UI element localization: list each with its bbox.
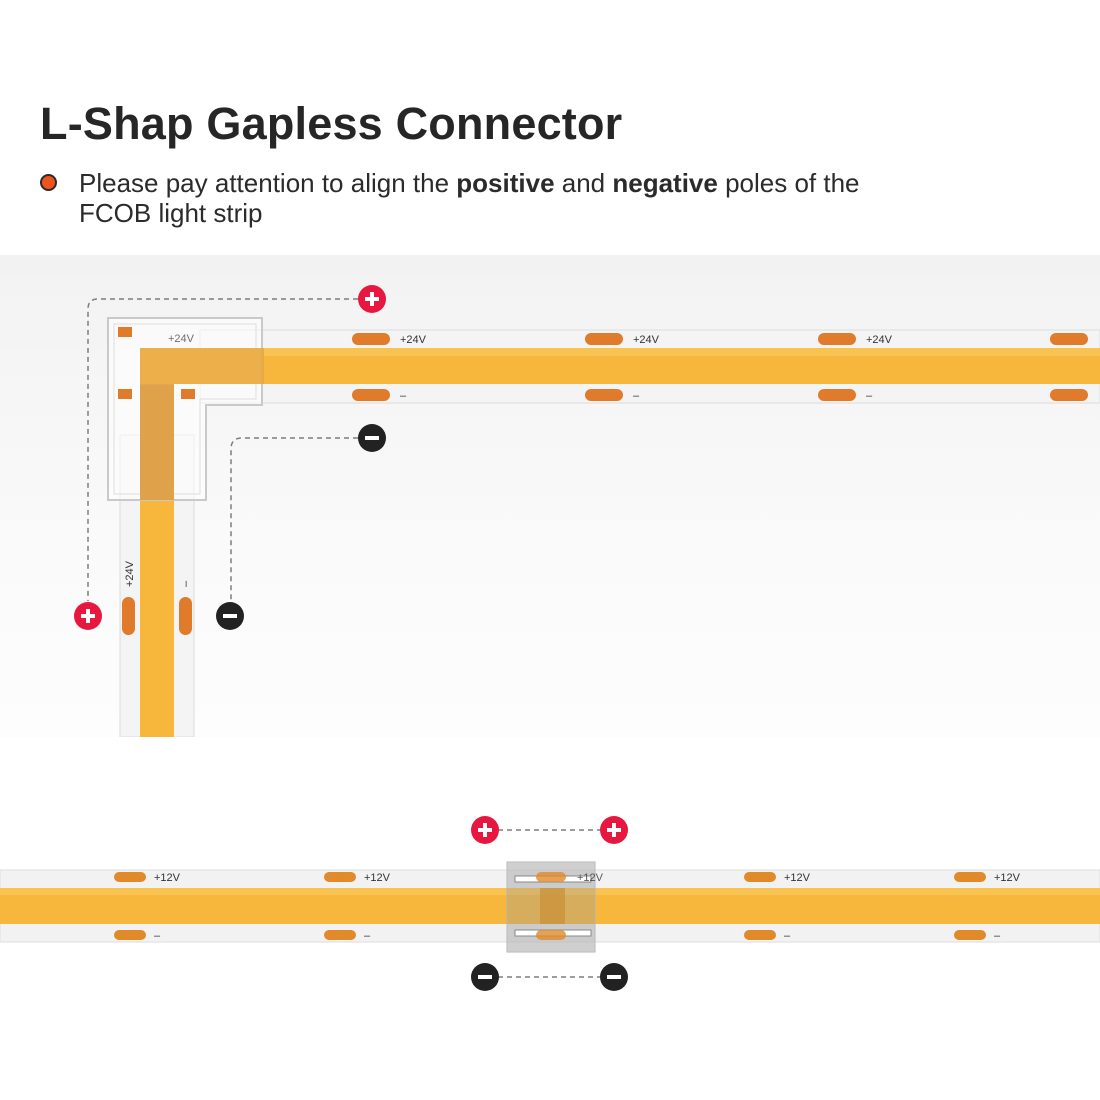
pad-negative bbox=[1050, 389, 1088, 401]
vertical-pads: +24V – bbox=[122, 560, 192, 635]
instruction-positive: positive bbox=[456, 168, 555, 198]
pad-negative bbox=[744, 930, 776, 940]
instruction-text-part3: poles of the FCOB light strip bbox=[79, 168, 860, 228]
horizontal-cob-highlight bbox=[140, 348, 1100, 356]
straight-pads: +12V – +12V – +12V – +12V – bbox=[114, 872, 1021, 942]
positive-label: +24V bbox=[866, 334, 893, 346]
negative-label: – bbox=[400, 390, 407, 402]
l-connector-housing: +24V bbox=[107, 317, 264, 501]
pad-positive bbox=[1050, 333, 1088, 345]
minus-circle-icon bbox=[216, 602, 244, 630]
pad-negative bbox=[585, 389, 623, 401]
pad-negative bbox=[114, 930, 146, 940]
straight-connector-diagram: +12V – +12V – +12V – +12V – +12V bbox=[0, 816, 1100, 991]
instruction-text-part1: Please pay attention to align the bbox=[79, 168, 457, 198]
negative-label: – bbox=[633, 390, 640, 402]
minus-circle-icon bbox=[600, 963, 628, 991]
pad-positive bbox=[954, 872, 986, 882]
pad-positive bbox=[122, 597, 135, 635]
instruction-text-part2: and bbox=[554, 168, 613, 198]
negative-label: – bbox=[154, 930, 161, 942]
positive-label: +12V bbox=[364, 872, 391, 884]
pad-positive bbox=[818, 333, 856, 345]
plus-circle-icon bbox=[74, 602, 102, 630]
pad-negative bbox=[179, 597, 192, 635]
pad-positive bbox=[352, 333, 390, 345]
bullet-dot-icon bbox=[40, 174, 57, 191]
instruction-text: Please pay attention to align the positi… bbox=[79, 168, 919, 228]
negative-label-vertical: – bbox=[180, 580, 192, 587]
pad-negative bbox=[954, 930, 986, 940]
pad-negative bbox=[818, 389, 856, 401]
page-title: L-Shap Gapless Connector bbox=[40, 98, 623, 149]
negative-label: – bbox=[866, 390, 873, 402]
horizontal-pads: +24V – +24V – +24V – bbox=[352, 333, 1088, 402]
pad-positive bbox=[744, 872, 776, 882]
negative-guide-line bbox=[230, 437, 358, 601]
straight-connector-housing: +12V bbox=[506, 861, 604, 953]
positive-label: +12V bbox=[784, 872, 811, 884]
l-connector-diagram: +24V – +24V – +24V – +24V – +24V bbox=[74, 285, 1100, 737]
positive-label: +24V bbox=[633, 334, 660, 346]
plus-circle-icon bbox=[600, 816, 628, 844]
pad-positive bbox=[324, 872, 356, 882]
positive-label: +12V bbox=[994, 872, 1021, 884]
positive-label: +12V bbox=[154, 872, 181, 884]
plus-circle-icon bbox=[358, 285, 386, 313]
minus-circle-icon bbox=[471, 963, 499, 991]
minus-circle-icon bbox=[358, 424, 386, 452]
instruction-negative: negative bbox=[612, 168, 718, 198]
plus-circle-icon bbox=[471, 816, 499, 844]
negative-label: – bbox=[784, 930, 791, 942]
negative-label: – bbox=[994, 930, 1001, 942]
pad-negative bbox=[324, 930, 356, 940]
connector-positive-label: +24V bbox=[168, 333, 195, 345]
pad-positive bbox=[114, 872, 146, 882]
connector-positive-label: +12V bbox=[577, 872, 604, 884]
positive-label-vertical: +24V bbox=[124, 560, 136, 587]
pad-negative bbox=[352, 389, 390, 401]
positive-label: +24V bbox=[400, 334, 427, 346]
negative-label: – bbox=[364, 930, 371, 942]
pad-positive bbox=[585, 333, 623, 345]
